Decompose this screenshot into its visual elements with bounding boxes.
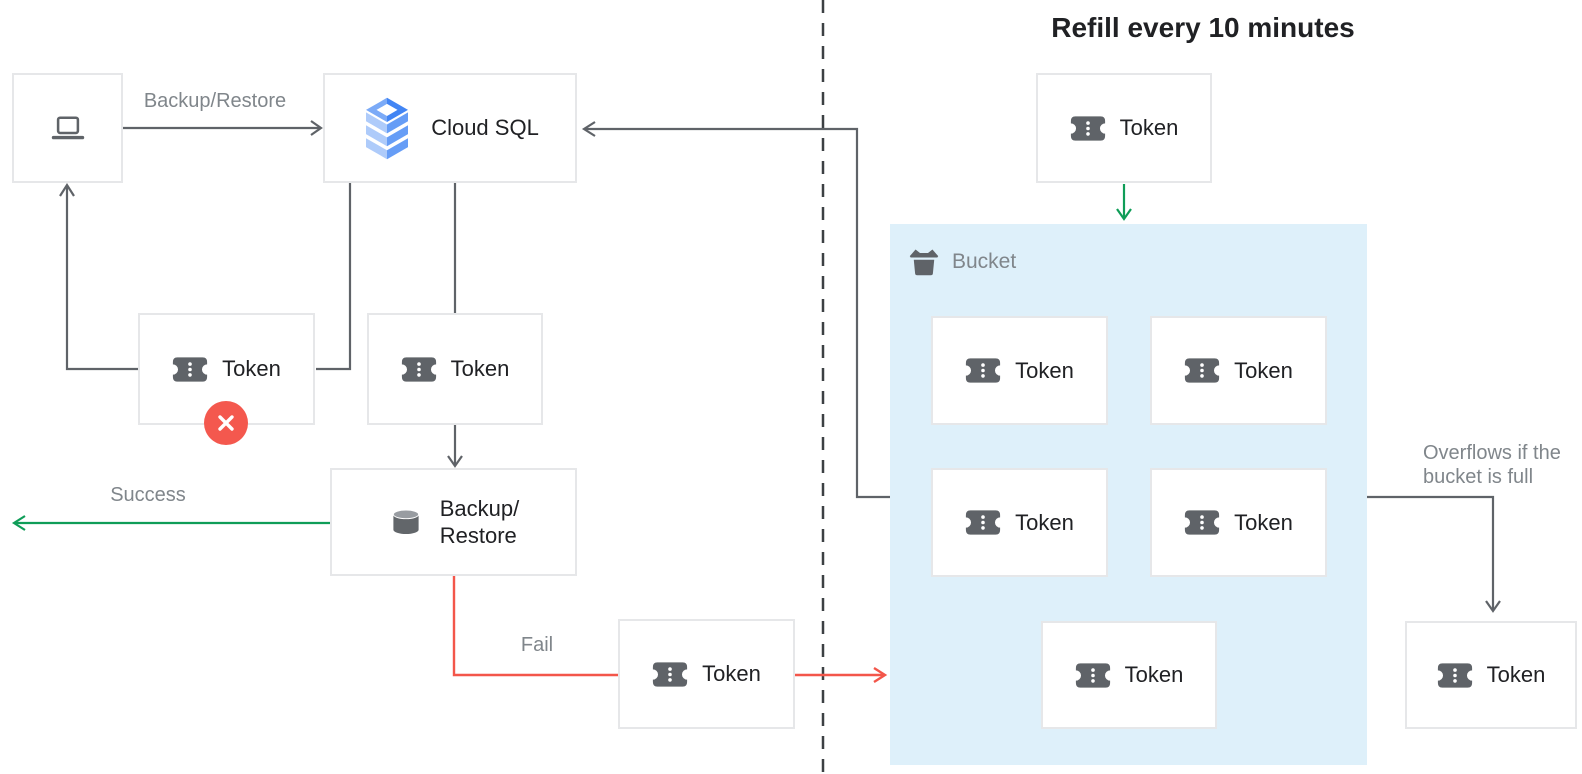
ticket-token-icon: [1437, 662, 1473, 689]
token-box-refill: Token: [1036, 73, 1212, 183]
token-box-bucket-4: Token: [1150, 468, 1327, 577]
ticket-token-icon: [401, 356, 437, 383]
cloud-sql-stack-icon: [361, 97, 413, 160]
ticket-token-icon: [965, 509, 1001, 536]
token-box-bucket-3: Token: [931, 468, 1108, 577]
edge-success-arrow: [11, 515, 330, 531]
refill-title: Refill every 10 minutes: [1051, 12, 1355, 43]
edge-refill-arrow: [1116, 184, 1132, 221]
bucket-icon: [908, 246, 940, 277]
edge-label-backup-restore: Backup/Restore: [143, 90, 287, 112]
token-box-bucket-1: Token: [931, 316, 1108, 425]
backup-restore-box: Backup/ Restore: [330, 468, 577, 576]
token-label: Token: [1234, 509, 1293, 535]
edge-label-overflow: Overflows if the bucket is full: [1423, 441, 1561, 489]
error-x-icon: [218, 415, 234, 431]
token-box-fail-return: Token: [618, 619, 795, 729]
edge-backup-restore-arrow: [123, 120, 323, 136]
backup-restore-label: Backup/ Restore: [440, 495, 520, 550]
token-label: Token: [1015, 509, 1074, 535]
token-label: Token: [702, 661, 761, 686]
ticket-token-icon: [1184, 509, 1220, 536]
edge-bucket-to-cloudsql: [581, 121, 890, 499]
laptop-icon: [50, 115, 86, 142]
edge-label-overflow-line1: Overflows if the: [1423, 442, 1561, 464]
edge-denied-token-to-laptop: [59, 182, 138, 371]
edge-overflow-arrow: [1367, 495, 1501, 613]
token-label: Token: [1119, 115, 1179, 140]
database-cylinder-icon: [388, 508, 424, 537]
backup-restore-label-line2: Restore: [439, 523, 517, 548]
cloud-sql-box: Cloud SQL: [323, 73, 577, 183]
ticket-token-icon: [652, 661, 688, 688]
ticket-token-icon: [965, 357, 1001, 384]
bucket-header: Bucket: [908, 246, 1016, 277]
ticket-token-icon: [1070, 115, 1106, 142]
edge-label-success: Success: [110, 484, 186, 506]
token-box-overflow: Token: [1405, 621, 1577, 729]
ticket-token-icon: [1075, 662, 1111, 689]
backup-restore-label-line1: Backup/: [439, 495, 520, 521]
token-label: Token: [450, 356, 510, 381]
client-laptop-box: [12, 73, 123, 183]
token-box-consumed: Token: [367, 313, 543, 425]
token-label: Token: [1015, 357, 1074, 383]
edge-token-to-backup: [447, 425, 463, 468]
edge-fail-path: [452, 576, 618, 677]
edge-cloudsql-to-denied-token: [316, 183, 352, 371]
error-x-badge: [204, 401, 248, 445]
edge-label-fail: Fail: [520, 634, 554, 656]
token-label: Token: [1234, 357, 1293, 383]
token-box-bucket-2: Token: [1150, 316, 1327, 425]
cloud-sql-label: Cloud SQL: [431, 115, 539, 140]
token-label: Token: [222, 356, 281, 381]
ticket-token-icon: [1184, 357, 1220, 384]
ticket-token-icon: [172, 356, 208, 383]
bucket-label: Bucket: [952, 249, 1017, 273]
token-box-bucket-5: Token: [1041, 621, 1217, 729]
token-label: Token: [1486, 662, 1546, 687]
edge-fail-token-to-bucket: [795, 666, 888, 684]
token-label: Token: [1124, 662, 1184, 687]
edge-label-overflow-line2: bucket is full: [1423, 466, 1534, 488]
